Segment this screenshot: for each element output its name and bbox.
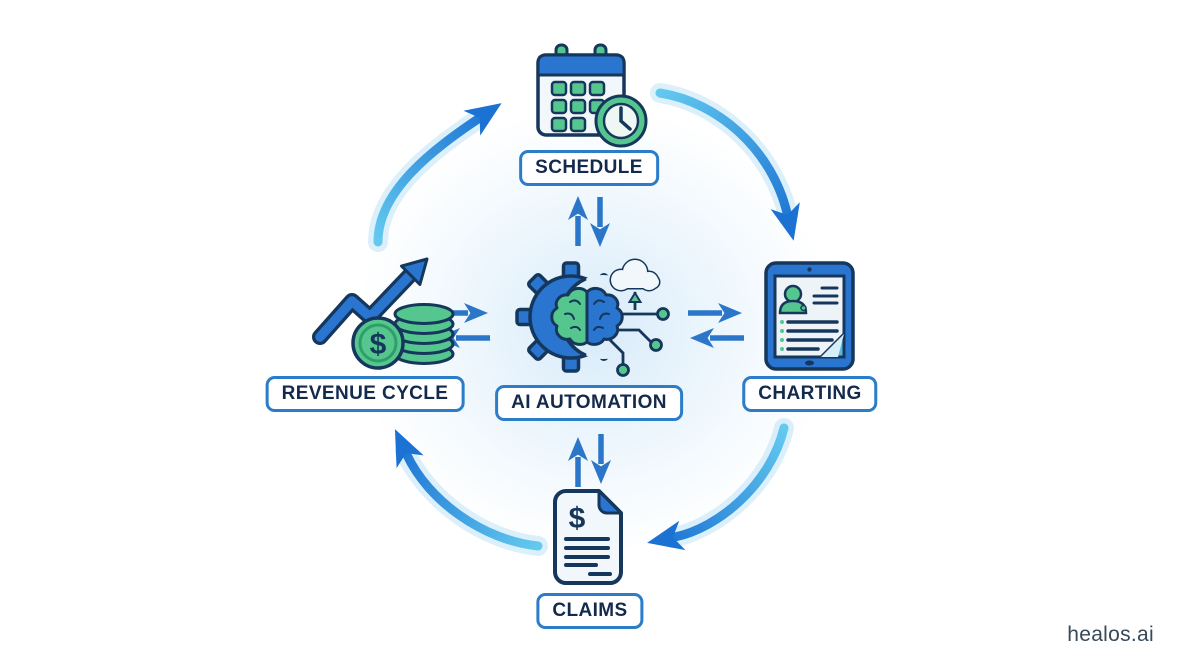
exchange-arrows <box>434 196 744 487</box>
growth-arrow-coins-icon: $ <box>312 257 455 370</box>
revenue-cycle-label: REVENUE CYCLE <box>265 376 465 412</box>
charting-label: CHARTING <box>742 376 878 412</box>
tablet-patient-chart-icon <box>764 261 855 371</box>
coin-dollar-glyph: $ <box>370 328 387 361</box>
exchange-arrows-top <box>568 196 610 247</box>
ai-automation-label: AI AUTOMATION <box>495 385 683 421</box>
watermark: healos.ai <box>1067 623 1154 646</box>
dollar-document-icon: $ <box>553 489 623 585</box>
exchange-arrows-right <box>688 303 744 348</box>
cycle-arrow-charting-to-claims <box>647 423 789 551</box>
cycle-arrow-schedule-to-charting <box>655 88 800 241</box>
schedule-label: SCHEDULE <box>519 150 659 186</box>
calendar-clock-icon <box>536 43 648 148</box>
cycle-arrows <box>373 88 800 551</box>
claims-label: CLAIMS <box>536 593 644 629</box>
cycle-arrow-claims-to-revenue <box>394 429 543 551</box>
cycle-arrow-revenue-to-schedule <box>373 103 502 247</box>
gear-brain-circuit-icon <box>515 258 670 377</box>
exchange-arrows-bottom <box>568 434 611 487</box>
dollar-glyph: $ <box>569 502 586 535</box>
